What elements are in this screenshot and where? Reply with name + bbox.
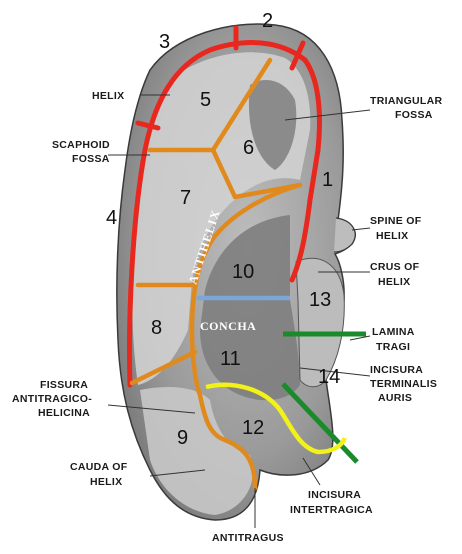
region-8: 8 [151, 317, 162, 339]
region-10: 10 [232, 261, 254, 283]
label-incisura-1: INCISURA [370, 364, 423, 376]
region-7: 7 [180, 187, 191, 209]
label-crus-2: HELIX [378, 276, 410, 288]
label-fissura-3: HELICINA [38, 407, 90, 419]
label-spine-1: SPINE OF [370, 215, 422, 227]
region-2: 2 [262, 10, 273, 32]
label-fissura-2: ANTITRAGICO- [12, 393, 92, 405]
label-lamina-1: LAMINA [372, 326, 415, 338]
label-lamina-2: TRAGI [376, 341, 410, 353]
region-4: 4 [106, 207, 117, 229]
concha-text: CONCHA [200, 319, 256, 333]
region-5: 5 [200, 89, 211, 111]
label-intertragica-1: INCISURA [308, 489, 361, 501]
region-12: 12 [242, 417, 264, 439]
label-triangular-2: FOSSA [395, 109, 433, 121]
region-14: 14 [318, 366, 340, 388]
region-1: 1 [322, 169, 333, 191]
label-antitragus: ANTITRAGUS [212, 532, 284, 544]
label-helix: HELIX [92, 90, 124, 102]
label-intertragica-2: INTERTRAGICA [290, 504, 373, 516]
region-3: 3 [159, 31, 170, 53]
region-6: 6 [243, 137, 254, 159]
label-spine-2: HELIX [376, 230, 408, 242]
label-incisura-2: TERMINALIS [370, 378, 437, 390]
label-incisura-3: AURIS [378, 392, 412, 404]
label-cauda-1: CAUDA OF [70, 461, 128, 473]
label-cauda-2: HELIX [90, 476, 122, 488]
label-scaphoid-2: FOSSA [72, 153, 110, 165]
label-scaphoid-1: SCAPHOID [52, 139, 110, 151]
label-fissura-1: FISSURA [40, 379, 88, 391]
label-crus-1: CRUS OF [370, 261, 420, 273]
label-triangular-1: TRIANGULAR [370, 95, 443, 107]
spine-bump [334, 218, 355, 252]
region-9: 9 [177, 427, 188, 449]
region-11: 11 [220, 348, 241, 370]
region-13: 13 [309, 289, 331, 311]
